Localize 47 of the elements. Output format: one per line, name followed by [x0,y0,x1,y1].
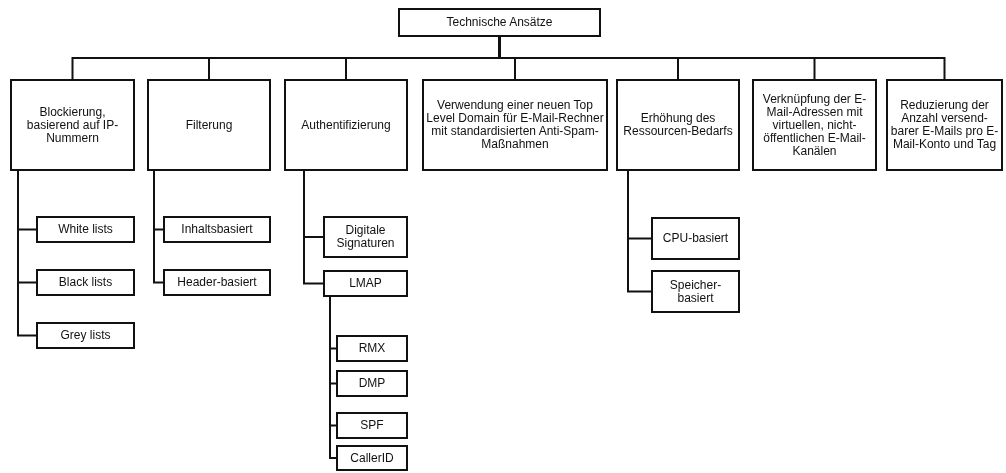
box-label: Erhöhung des Ressourcen-Bedarfs [622,112,734,138]
box-label: Black lists [58,276,113,289]
box-label: Reduzierung der Anzahl versend-barer E-Mails pro E-Mail-Konto und Tag [890,99,999,151]
category-box [886,79,1003,171]
box-label: White lists [58,223,113,236]
category-box [147,79,271,171]
box-label: RMX [358,342,386,355]
category-box [398,8,601,37]
category-box [616,79,740,171]
category-box [284,79,408,171]
category-box [422,79,608,171]
connector-line [627,170,652,293]
box-label: CPU-basiert [662,232,729,245]
connector-line [153,170,164,284]
category-box [36,269,135,296]
box-label: LMAP [349,277,382,290]
box-label: Grey lists [60,329,111,342]
box-label: Blockierung, basierend auf IP-Nummern [25,105,120,145]
category-box [336,370,408,397]
box-label: CallerID [350,451,394,465]
connector-line [329,296,337,459]
category-box [336,335,408,362]
box-label: Digitale Signaturen [335,224,396,250]
box-label: Authentifizierung [301,118,391,132]
box-label: Filterung [185,118,233,132]
category-box [36,322,135,349]
box-label: Header-basiert [177,276,257,289]
box-label: Verwendung einer neuen Top Level Domain für E-Mail-Rechner mit standardisierten Anti-Spam-Maßnahmen [426,99,604,151]
category-box [163,216,271,243]
category-box [163,269,271,296]
box-label: Inhaltsbasiert [181,223,253,236]
category-box [651,217,740,260]
category-box [323,216,408,258]
connector-line [17,170,37,337]
category-box [752,79,877,171]
connector-line [303,170,324,285]
box-label: DMP [358,377,386,390]
category-box [10,79,135,171]
category-box [36,216,135,243]
category-box [651,270,740,313]
box-label: SPF [360,419,384,432]
box-label: Technische Ansätze [446,16,553,29]
category-box [323,270,408,297]
box-label: Speicher-basiert [668,278,723,305]
category-box [336,412,408,439]
category-box [336,445,408,471]
box-label: Verknüpfung der E-Mail-Adressen mit virtuellen, nicht-öffentlichen E-Mail-Kanälen [761,92,868,158]
